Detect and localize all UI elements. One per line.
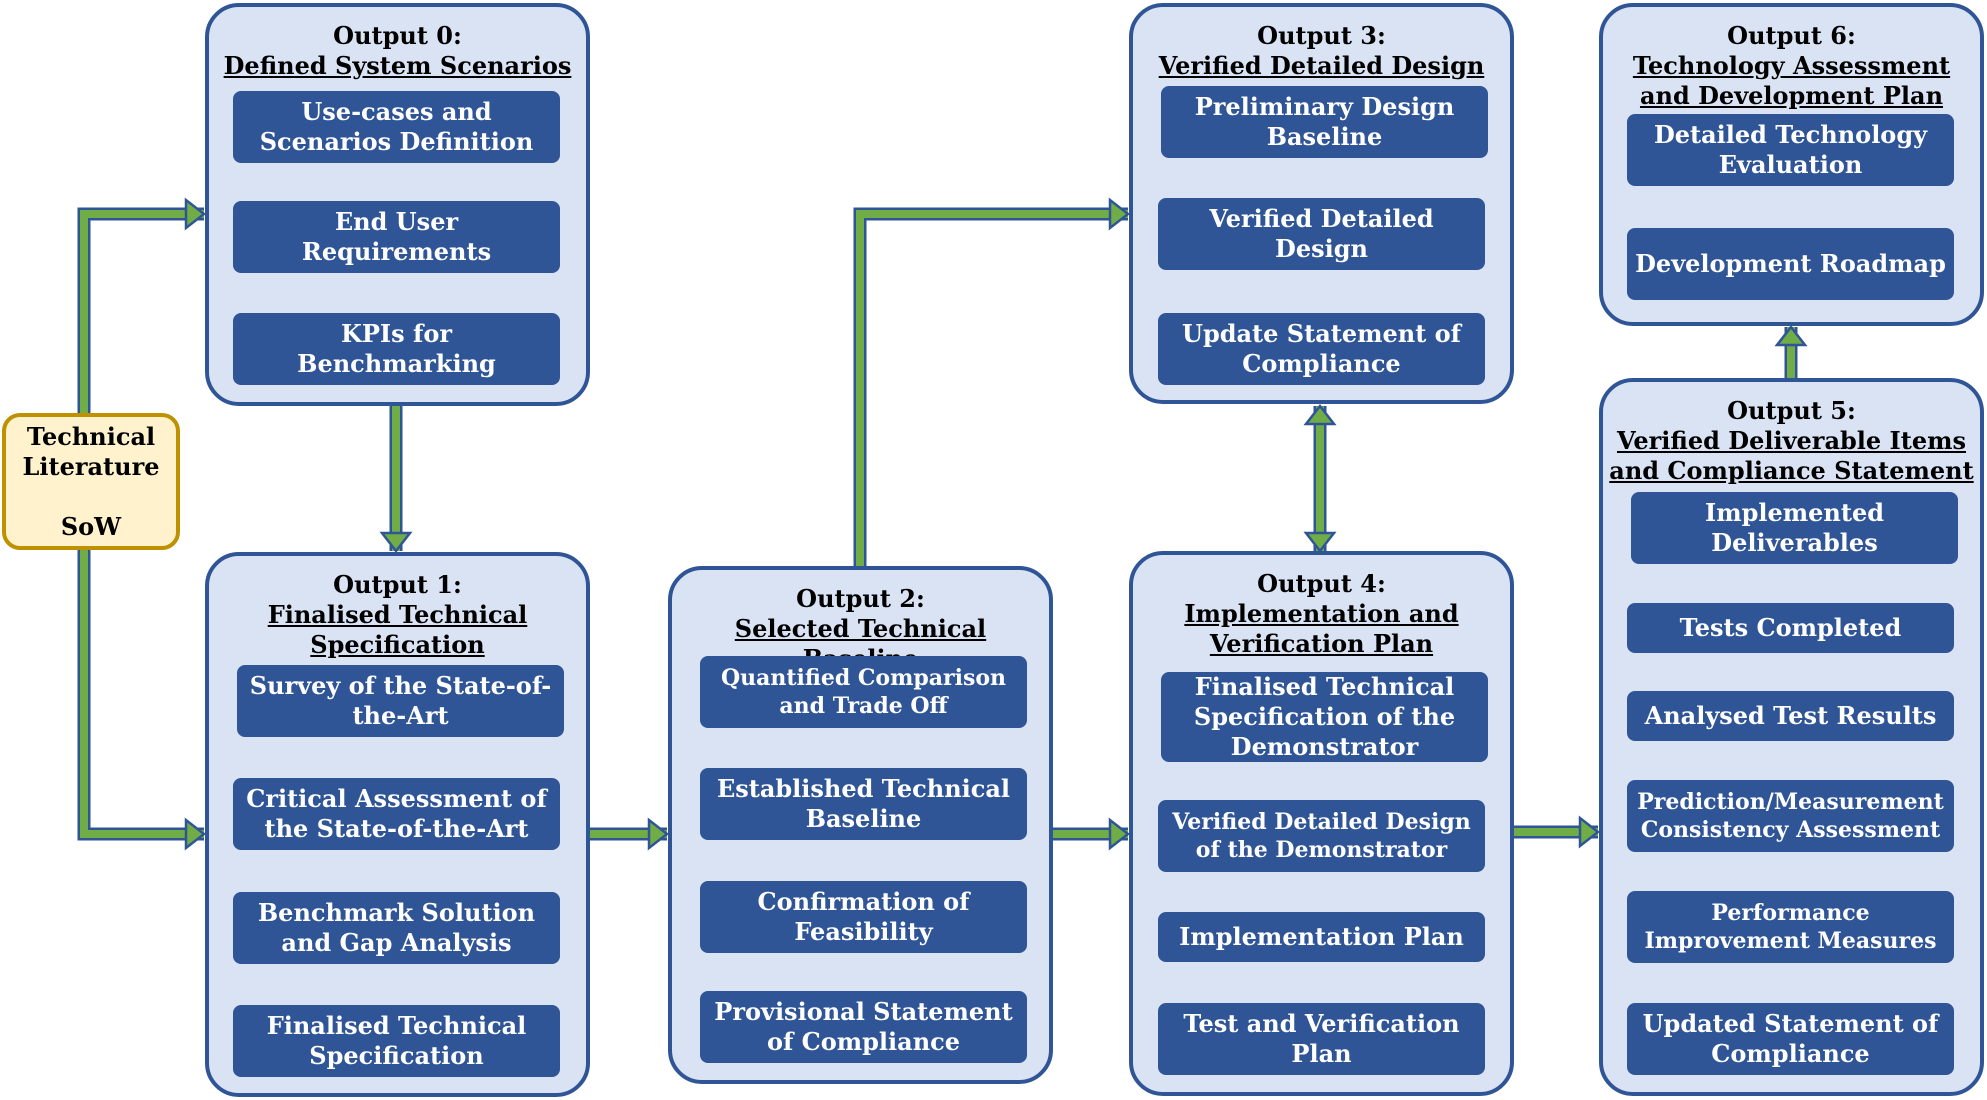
- output-0-step-1: Use-cases and Scenarios Definition: [233, 91, 560, 163]
- output-0-subtitle: Defined System Scenarios: [223, 51, 572, 80]
- output-4-step-4: Test and Verification Plan: [1158, 1003, 1485, 1075]
- output-2-heading: Output 2:: [796, 584, 925, 613]
- output-2-step-2: Established Technical Baseline: [700, 768, 1027, 840]
- output-0-step-2: End User Requirements: [233, 201, 560, 273]
- output-1-subtitle-line-1: Finalised Technical: [267, 600, 528, 629]
- source-line-1: Technical: [26, 421, 156, 451]
- output-1-step-2: Critical Assessment of the State-of-the-…: [233, 778, 560, 850]
- output-3-step-3: Update Statement of Compliance: [1158, 313, 1485, 385]
- output-5-step-4: Prediction/Measurement Consistency Asses…: [1627, 780, 1954, 852]
- output-1-subtitle-line-2: Specification: [310, 630, 485, 659]
- output-1-step-4: Finalised Technical Specification: [233, 1005, 560, 1077]
- output-6-subtitle-line-1: Technology Assessment: [1632, 51, 1951, 80]
- output-4-heading: Output 4:: [1257, 569, 1386, 598]
- output-4-subtitle-line-1: Implementation and: [1184, 599, 1459, 628]
- output-0-title: Output 0: Defined System Scenarios: [215, 21, 580, 81]
- arrow-output-4-to-output-5: [1514, 815, 1601, 849]
- output-1-step-1: Survey of the State-of-the-Art: [237, 665, 564, 737]
- green-flow-arrows: [77, 197, 1808, 851]
- output-1-title: Output 1: Finalised Technical Specificat…: [215, 570, 580, 660]
- arrow-output-2-to-output-3: [853, 197, 1131, 566]
- output-6-step-1: Detailed Technology Evaluation: [1627, 114, 1954, 186]
- output-1-heading: Output 1:: [333, 570, 462, 599]
- source-line-2: Literature: [22, 451, 160, 481]
- arrow-output-1-to-output-2: [590, 817, 670, 851]
- output-6-heading: Output 6:: [1727, 21, 1856, 50]
- arrow-literature-to-output-0: [77, 197, 207, 413]
- arrow-literature-to-output-1: [77, 550, 207, 851]
- output-5-subtitle-line-1: Verified Deliverable Items: [1616, 426, 1967, 455]
- output-4-subtitle-line-2: Verification Plan: [1209, 629, 1434, 658]
- output-3-step-1: Preliminary Design Baseline: [1161, 86, 1488, 158]
- output-3-heading: Output 3:: [1257, 21, 1386, 50]
- technical-literature-box: Technical Literature SoW: [2, 413, 180, 550]
- output-5-step-6: Updated Statement of Compliance: [1627, 1003, 1954, 1075]
- output-4-step-2: Verified Detailed Design of the Demonstr…: [1158, 800, 1485, 872]
- arrow-output-2-to-output-4: [1053, 817, 1131, 851]
- output-4-title: Output 4: Implementation and Verificatio…: [1139, 569, 1504, 659]
- blue-step-arrows: [384, 158, 1804, 1005]
- output-5-step-3: Analysed Test Results: [1627, 691, 1954, 741]
- output-6-step-2: Development Roadmap: [1627, 228, 1954, 300]
- output-2-step-4: Provisional Statement of Compliance: [700, 991, 1027, 1063]
- arrow-output-0-to-output-1: [379, 406, 413, 554]
- output-5-step-1: Implemented Deliverables: [1631, 492, 1958, 564]
- output-4-step-1: Finalised Technical Specification of the…: [1161, 672, 1488, 762]
- output-5-heading: Output 5:: [1727, 396, 1856, 425]
- output-3-subtitle: Verified Detailed Design: [1158, 51, 1485, 80]
- output-3-step-2: Verified Detailed Design: [1158, 198, 1485, 270]
- output-6-subtitle-line-2: and Development Plan: [1639, 81, 1944, 110]
- output-5-step-5: Performance Improvement Measures: [1627, 891, 1954, 963]
- output-2-step-1: Quantified Comparison and Trade Off: [700, 656, 1027, 728]
- output-3-title: Output 3: Verified Detailed Design: [1139, 21, 1504, 81]
- output-6-title: Output 6: Technology Assessment and Deve…: [1609, 21, 1974, 111]
- output-0-step-3: KPIs for Benchmarking: [233, 313, 560, 385]
- source-line-3: SoW: [60, 511, 122, 541]
- output-5-step-2: Tests Completed: [1627, 603, 1954, 653]
- output-5-title: Output 5: Verified Deliverable Items and…: [1609, 396, 1974, 486]
- output-2-step-3: Confirmation of Feasibility: [700, 881, 1027, 953]
- output-1-step-3: Benchmark Solution and Gap Analysis: [233, 892, 560, 964]
- output-5-subtitle-line-2: and Compliance Statement: [1609, 456, 1974, 485]
- output-0-heading: Output 0:: [333, 21, 462, 50]
- output-4-step-3: Implementation Plan: [1158, 912, 1485, 962]
- arrow-output-3-output-4-bidirectional: [1303, 403, 1337, 554]
- arrow-output-5-to-output-6: [1774, 324, 1808, 378]
